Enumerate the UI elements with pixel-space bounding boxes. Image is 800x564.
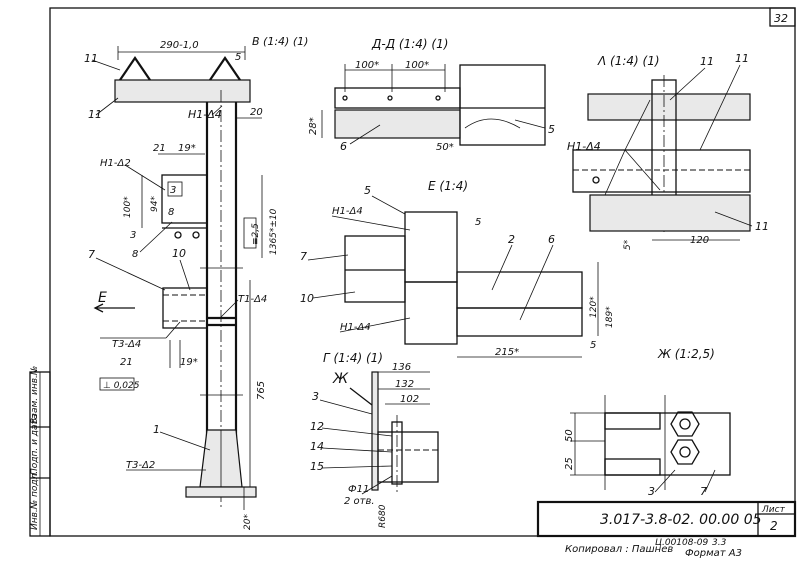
sheet-label: Лист xyxy=(761,505,786,515)
mark-10: 10 xyxy=(172,247,186,260)
dim-l-120: 120 xyxy=(690,235,709,246)
weld-h1-d4: Н1-Δ4 xyxy=(188,108,222,121)
mark-e-6: 6 xyxy=(548,233,555,246)
dim-d-100a: 100* xyxy=(355,60,379,71)
dim-21b: 21 xyxy=(120,357,133,368)
page-number-box: 32 xyxy=(769,7,796,27)
view-v-title: В (1:4) (1) xyxy=(252,35,308,48)
dim-e-5b: 5 xyxy=(590,340,596,351)
mark-8: 8 xyxy=(168,207,174,218)
dim-top: 290-1,0 xyxy=(160,40,199,51)
mark-e-5: 5 xyxy=(364,184,371,197)
view-l: Λ (1:4) (1) 11 11 Н1-Δ4 11 120 5* xyxy=(567,52,769,250)
dim-e-5a: 5 xyxy=(475,217,481,228)
side-stamp-1: Инв.№ подл. xyxy=(30,471,40,530)
dim-20: 20 xyxy=(250,107,263,118)
mark-e-7: 7 xyxy=(300,250,307,263)
mark-g-14: 14 xyxy=(310,440,324,453)
mark-3: 3 xyxy=(170,185,176,196)
drawing-frame: Инв.№ подл. Подп. и дата Взам. инв.№ xyxy=(29,7,796,537)
dim-d-100b: 100* xyxy=(405,60,429,71)
mark-8-leader: 8 xyxy=(132,249,138,260)
main-elevation: 290-1,0 11 11 В (1:4) (1) 5 Н1-Δ4 20 Н1-… xyxy=(84,35,308,530)
view-zh-title: Ж (1:2,5) xyxy=(657,347,715,361)
weld-l: Н1-Δ4 xyxy=(567,140,601,153)
dim-20b: 20* xyxy=(243,514,253,530)
view-e-title: Е (1:4) xyxy=(428,179,468,193)
weld-h1-d2: Н1-Δ2 xyxy=(100,158,131,169)
dim-g-102: 102 xyxy=(400,394,419,405)
dim-e-215: 215* xyxy=(495,347,519,358)
dim-21a: 21 xyxy=(153,143,166,154)
dim-g-r680: R680 xyxy=(378,504,388,528)
weld-e-bottom: Н1-Δ4 xyxy=(340,322,371,333)
tolerance: ⊥ 0,025 xyxy=(103,381,140,391)
mark-d-6: 6 xyxy=(340,140,347,153)
view-g: Г (1:4) (1) 136 132 102 Ж (1:2,5) Ж 3 12… xyxy=(310,351,440,528)
dim-19a: 19* xyxy=(178,143,196,154)
weld-e-top: Н1-Δ4 xyxy=(332,206,363,217)
arrow-e-label: Е xyxy=(98,290,107,306)
dim-d-50: 50* xyxy=(436,142,454,153)
view-g-title: Г (1:4) (1) xyxy=(323,351,383,365)
side-stamp-3: Взам. инв.№ xyxy=(30,366,40,424)
dim-e-120: 120* xyxy=(589,296,599,318)
view-d-title: Д-Д (1:4) (1) xyxy=(371,37,448,51)
weld-t1-d4: Т1-Δ4 xyxy=(238,294,267,305)
dim-zh-25: 25 xyxy=(564,457,575,470)
dim-e-189: 189* xyxy=(605,306,615,328)
mark-g-12: 12 xyxy=(310,420,324,433)
dim-g-holes: 2 отв. xyxy=(344,496,375,507)
page-number: 32 xyxy=(774,12,788,25)
mark-zh-3: 3 xyxy=(648,485,655,498)
dim-l-5: 5* xyxy=(623,239,633,250)
view-zh: Ж (1:2,5) 50 25 3 7 xyxy=(564,347,731,498)
mark-zh-7: 7 xyxy=(700,485,707,498)
mark-7: 7 xyxy=(88,248,95,261)
format: Формат А3 xyxy=(685,548,742,559)
mark-d-5: 5 xyxy=(548,123,555,136)
dim-94: 94* xyxy=(150,196,160,212)
view-e: Е (1:4) 5 Н1-Δ4 5 7 10 Н1-Δ4 2 6 120* 18… xyxy=(300,179,615,358)
mark-e-2: 2 xyxy=(508,233,515,246)
weld-t3-d2: Т3-Δ2 xyxy=(126,460,155,471)
mark-l-11b: 11 xyxy=(735,52,749,65)
copied-by: Копировал : Пашнев xyxy=(565,544,673,555)
mark-g-15: 15 xyxy=(310,460,324,473)
side-stamp-2: Подп. и дата xyxy=(30,414,40,475)
mark-11a: 11 xyxy=(84,52,98,65)
reg-code: Ц.00108-09 xyxy=(655,538,708,548)
dim-d-28: 28* xyxy=(308,117,319,135)
view-l-title: Λ (1:4) (1) xyxy=(597,54,660,68)
designation: 3.017-3.8-02. 00.00 05 xyxy=(600,512,762,528)
dim-765: 765 xyxy=(256,381,267,400)
title-block: 3.017-3.8-02. 00.00 05 Лист 2 xyxy=(536,500,797,538)
mark-e-10: 10 xyxy=(300,292,314,305)
dim-100: 100* xyxy=(123,196,133,218)
view-d-d: Д-Д (1:4) (1) 100* 100* 28* 50* 5 6 xyxy=(308,37,555,153)
dim-19b: 19* xyxy=(180,357,198,368)
arrow-zh-glyph: Ж xyxy=(332,371,349,387)
reg-code-2: 3.3 xyxy=(712,538,727,548)
mark-l-11c: 11 xyxy=(755,220,769,233)
dim-g-132: 132 xyxy=(395,379,414,390)
mark-11b: 11 xyxy=(88,108,102,121)
mark-1: 1 xyxy=(153,423,160,436)
sheet-number: 2 xyxy=(770,519,778,533)
mark-l-11a: 11 xyxy=(700,55,714,68)
dim-g-d11: Ф11 xyxy=(348,484,369,495)
dim-1365: 1365*±10 xyxy=(269,208,279,255)
dim-3: 3 xyxy=(130,230,136,241)
weld-t3-d4: Т3-Δ4 xyxy=(112,339,141,350)
dim-zh-50: 50 xyxy=(564,429,575,442)
mark-g-3: 3 xyxy=(312,390,319,403)
dim-5: 5 xyxy=(235,52,241,63)
dim-g-136: 136 xyxy=(392,362,411,373)
